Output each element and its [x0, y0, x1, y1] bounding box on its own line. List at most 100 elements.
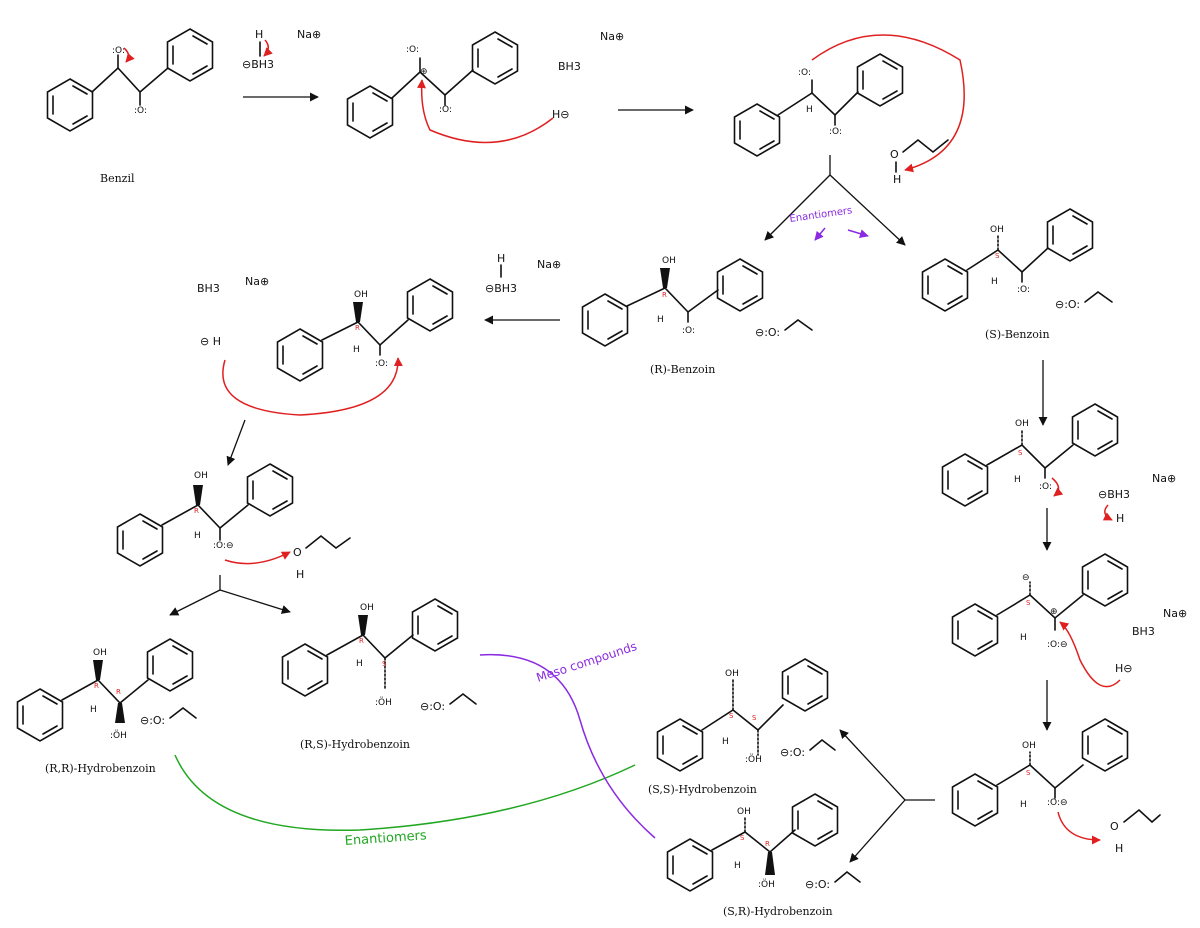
svg-text:S: S: [1026, 769, 1031, 777]
reagent-borohydride-1: H ⊖BH3 Na⊕: [242, 28, 321, 71]
svg-text::O:: :O:: [1039, 482, 1052, 492]
svg-text::O:: :O:: [682, 326, 695, 336]
svg-text:O: O: [1110, 820, 1119, 833]
svg-text:H: H: [657, 315, 664, 325]
note-enantiomers-bottom: Enantiomers: [344, 828, 427, 849]
svg-text:OH: OH: [725, 669, 739, 679]
split-left: [764, 174, 831, 241]
svg-text:H: H: [991, 277, 998, 287]
svg-text:R: R: [94, 682, 99, 690]
rs-hydrobenzoin-label: (R,S)-Hydrobenzoin: [300, 738, 410, 751]
svg-text:BH3: BH3: [197, 282, 220, 295]
svg-text:H: H: [734, 861, 741, 871]
benzil-label: Benzil: [100, 172, 135, 185]
r-ketone-intermediate: OH :O: H R: [276, 278, 454, 382]
svg-text:H⊖: H⊖: [1115, 662, 1133, 675]
svg-text:S: S: [382, 660, 387, 668]
svg-text:⊖:O:: ⊖:O:: [1055, 298, 1080, 311]
svg-text:S: S: [995, 252, 1000, 260]
svg-text:⊖:O:: ⊖:O:: [780, 746, 805, 759]
svg-text:⊖ H: ⊖ H: [200, 335, 221, 348]
svg-text:OH: OH: [93, 648, 107, 658]
svg-text:⊕: ⊕: [420, 67, 428, 77]
s-ketone-intermediate: OH :O: H S: [941, 403, 1119, 507]
svg-text:⊖: ⊖: [1022, 573, 1030, 583]
svg-text::O:⊖: :O:⊖: [213, 541, 234, 551]
svg-text:S: S: [729, 712, 734, 720]
ss-hydrobenzoin-molecule: OH :ÖH H S S: [656, 658, 829, 772]
r-benzoin-molecule: OH :O: H R: [581, 256, 764, 347]
svg-text:O: O: [293, 546, 302, 559]
rr-hydrobenzoin-molecule: OH :ÖH H R R: [16, 638, 194, 742]
intermediate-1: :O: :O: ⊕ H⊖: [346, 31, 570, 144]
svg-text:BH3: BH3: [1132, 625, 1155, 638]
svg-text:S: S: [740, 834, 745, 842]
svg-text:Na⊕: Na⊕: [600, 30, 624, 43]
note-meso: Meso compounds: [535, 639, 639, 685]
svg-text:⊖BH3: ⊖BH3: [485, 282, 517, 295]
svg-text:R: R: [359, 637, 364, 645]
svg-text::O:⊖: :O:⊖: [1047, 640, 1068, 650]
svg-text:H: H: [1014, 475, 1021, 485]
svg-text:H: H: [497, 252, 505, 265]
rs-hydrobenzoin-molecule: OH :ÖH H R S: [281, 598, 459, 708]
svg-text:H: H: [722, 737, 729, 747]
svg-text:H: H: [90, 705, 97, 715]
svg-text:H: H: [255, 28, 263, 41]
svg-text:Na⊕: Na⊕: [1163, 607, 1187, 620]
svg-text:OH: OH: [662, 256, 676, 266]
rr-hydrobenzoin-label: (R,R)-Hydrobenzoin: [45, 762, 156, 775]
r-benzoin-label: (R)-Benzoin: [650, 363, 715, 376]
svg-text:H: H: [806, 105, 813, 115]
svg-text:S: S: [1026, 599, 1031, 607]
s-benzoin-molecule: OH :O: H S: [921, 208, 1094, 312]
svg-text:O: O: [890, 148, 899, 161]
svg-text:H: H: [296, 568, 304, 581]
r-alkoxide-intermediate: OH :O:⊖ H R O H: [116, 463, 351, 581]
svg-text:H: H: [1020, 633, 1027, 643]
svg-text:⊖:O:: ⊖:O:: [755, 326, 780, 339]
enantiomers-link-curve: [174, 754, 636, 832]
svg-text:OH: OH: [360, 603, 374, 613]
svg-text:R: R: [355, 324, 360, 332]
svg-text:S: S: [752, 714, 757, 722]
s-benzoin-label: (S)-Benzoin: [985, 328, 1050, 341]
svg-text:R: R: [194, 507, 199, 515]
svg-text:R: R: [662, 291, 667, 299]
svg-text:S: S: [1018, 449, 1023, 457]
svg-text:H: H: [353, 345, 360, 355]
svg-text:⊕: ⊕: [1050, 607, 1058, 617]
svg-text:OH: OH: [194, 471, 208, 481]
svg-text::O:: :O:: [798, 68, 811, 78]
svg-text:H: H: [1115, 842, 1123, 855]
svg-text:Na⊕: Na⊕: [537, 258, 561, 271]
svg-text:H⊖: H⊖: [552, 108, 570, 121]
alkoxide-intermediate: :O: :O: H O H: [733, 34, 965, 186]
svg-text:OH: OH: [1022, 741, 1036, 751]
svg-text:Na⊕: Na⊕: [297, 28, 321, 41]
svg-text:OH: OH: [1015, 419, 1029, 429]
svg-text::O:: :O:: [134, 106, 147, 116]
svg-text::O:⊖: :O:⊖: [1047, 798, 1068, 808]
svg-text:R: R: [116, 688, 121, 696]
svg-text:H: H: [356, 659, 363, 669]
s-alkoxide-intermediate: ⊖ :O:⊖ H ⊕ S: [951, 553, 1129, 657]
meso-link-curve: [479, 653, 656, 839]
svg-text::O:: :O:: [1017, 285, 1030, 295]
svg-text::ÖH: :ÖH: [758, 879, 775, 890]
svg-text:OH: OH: [354, 290, 368, 300]
sr-hydrobenzoin-label: (S,R)-Hydrobenzoin: [723, 905, 833, 918]
s-dialkoxide-intermediate: OH :O:⊖ H S O H: [951, 718, 1161, 855]
svg-text:⊖:O:: ⊖:O:: [140, 714, 165, 727]
svg-text:⊖BH3: ⊖BH3: [1098, 488, 1130, 501]
sr-hydrobenzoin-molecule: OH :ÖH H S R: [666, 793, 839, 892]
svg-text:OH: OH: [990, 225, 1004, 235]
svg-text:⊖:O:: ⊖:O:: [805, 878, 830, 891]
ss-hydrobenzoin-label: (S,S)-Hydrobenzoin: [648, 783, 757, 796]
svg-text:H: H: [1020, 800, 1027, 810]
svg-text:H: H: [194, 531, 201, 541]
svg-text::ÖH: :ÖH: [745, 754, 762, 765]
svg-text::O:: :O:: [406, 45, 419, 55]
